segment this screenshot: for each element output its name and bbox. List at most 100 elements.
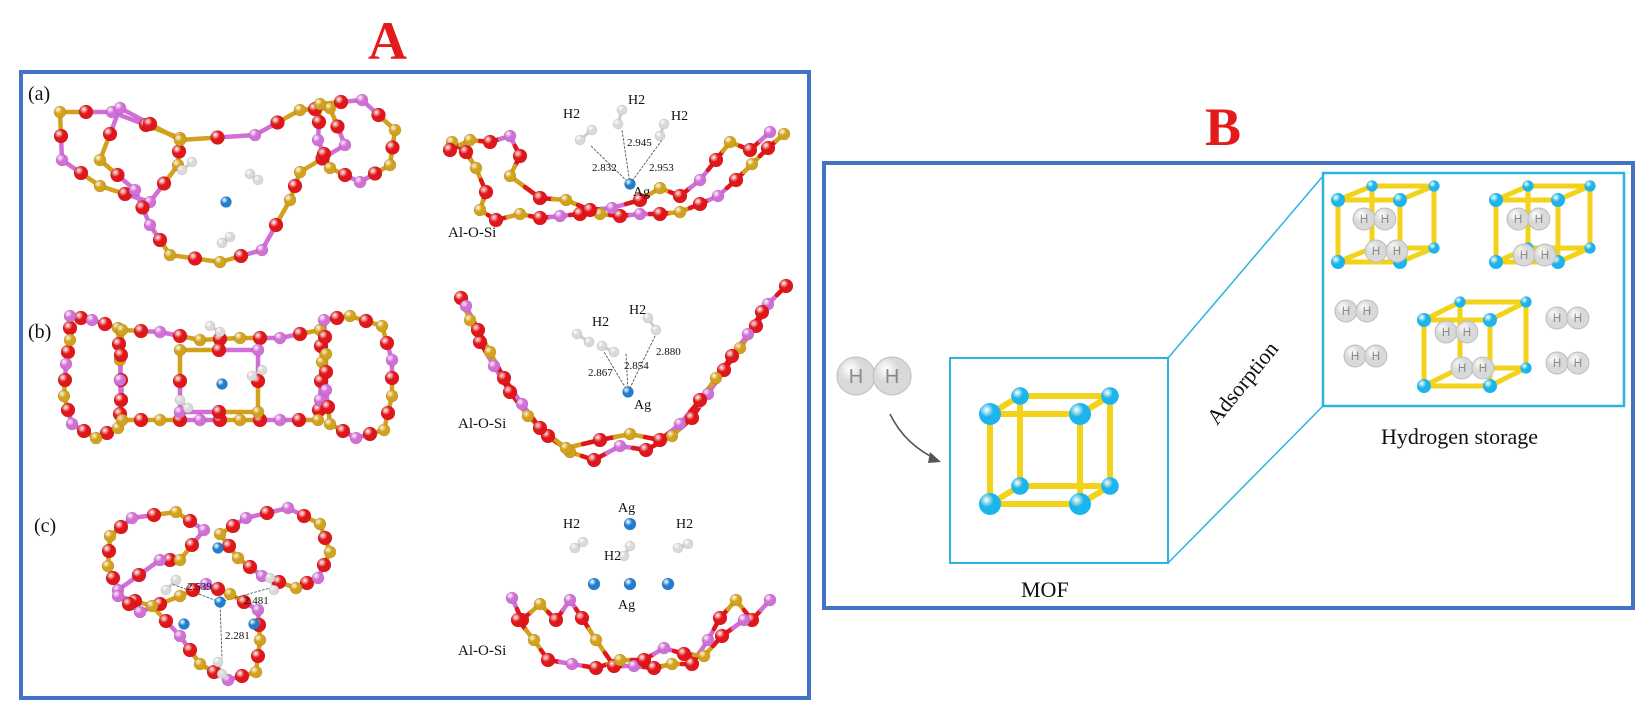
row-a-h2-label: H2 <box>628 93 645 108</box>
distance-line <box>219 601 223 659</box>
silicon-atom <box>463 133 477 147</box>
silver-atom <box>212 542 224 554</box>
oxygen-atom <box>362 426 378 442</box>
hydrogen-atom-label: H <box>1574 358 1582 370</box>
oxygen-atom <box>676 646 692 662</box>
hydrogen-atom <box>583 336 595 348</box>
oxygen-atom <box>242 559 258 575</box>
panel-a-letter: A <box>368 11 407 71</box>
aluminium-atom <box>255 243 269 257</box>
aluminium-atom <box>613 439 627 453</box>
oxygen-atom <box>384 370 400 386</box>
silicon-atom <box>223 587 237 601</box>
oxygen-atom <box>724 348 740 364</box>
row-b-h2-label: H2 <box>629 303 646 318</box>
aluminium-atom <box>693 173 707 187</box>
hydrogen-atom <box>1471 356 1495 380</box>
oxygen-atom <box>684 656 700 672</box>
silicon-atom <box>313 97 327 111</box>
oxygen-atom <box>113 392 129 408</box>
silicon-atom <box>377 423 391 437</box>
silicon-atom <box>463 313 477 327</box>
row-b-h2-label: H2 <box>592 315 609 330</box>
oxygen-atom <box>233 248 249 264</box>
mof-node <box>1454 296 1466 308</box>
hydrogen-atom-label: H <box>1372 246 1380 258</box>
hydrogen-atom-label: H <box>1514 214 1522 226</box>
silicon-atom <box>323 545 337 559</box>
oxygen-atom <box>358 313 374 329</box>
hydrogen-atom <box>176 164 188 176</box>
oxygen-atom <box>60 344 76 360</box>
silicon-atom <box>93 179 107 193</box>
oxygen-atom <box>482 134 498 150</box>
hydrogen-atom <box>872 356 912 396</box>
silicon-atom <box>53 105 67 119</box>
oxygen-atom <box>133 412 149 428</box>
oxygen-atom <box>337 167 353 183</box>
oxygen-atom <box>333 94 349 110</box>
row-c-id: (c) <box>34 515 56 537</box>
mof-label: MOF <box>1021 577 1069 602</box>
oxygen-atom <box>636 652 652 668</box>
distance-line <box>589 144 631 185</box>
hydrogen-atom <box>658 118 670 130</box>
mof-node <box>1011 387 1029 405</box>
silver-atom <box>214 596 226 608</box>
oxygen-atom <box>574 610 590 626</box>
storage-box <box>1321 171 1626 408</box>
silicon-atom <box>323 161 337 175</box>
silicon-atom <box>115 323 129 337</box>
hydrogen-atom <box>1533 243 1557 267</box>
silicon-atom <box>193 657 207 671</box>
row-a-side-label: Al-O-Si <box>448 225 496 241</box>
row-a-ag-label: Ag <box>633 185 650 200</box>
hydrogen-atom-label: H <box>1574 313 1582 325</box>
oxygen-atom <box>442 142 458 158</box>
row-a-id: (a) <box>28 83 50 105</box>
silicon-atom <box>483 345 497 359</box>
aluminium-atom <box>311 133 325 147</box>
oxygen-atom <box>184 537 200 553</box>
aluminium-atom <box>111 589 125 603</box>
mof-node <box>1331 255 1345 269</box>
aluminium-atom <box>197 523 211 537</box>
oxygen-atom <box>221 538 237 554</box>
hydrogen-atom-label: H <box>1479 363 1487 375</box>
oxygen-atom <box>582 202 598 218</box>
oxygen-atom <box>478 184 494 200</box>
hydrogen-atom-label: H <box>1463 327 1471 339</box>
hydrogen-atom <box>246 370 258 382</box>
hydrogen-atom-label: H <box>1458 363 1466 375</box>
mof-node <box>1584 180 1596 192</box>
silicon-atom <box>231 551 245 565</box>
aluminium-atom <box>153 553 167 567</box>
distance-line <box>621 129 631 185</box>
oxygen-atom <box>612 208 628 224</box>
oxygen-atom <box>97 316 113 332</box>
oxygen-atom <box>672 188 688 204</box>
aluminium-atom <box>657 641 671 655</box>
zoom-line-bottom <box>1167 405 1324 564</box>
oxygen-atom <box>692 392 708 408</box>
hydrogen-atom <box>650 324 662 336</box>
oxygen-atom <box>716 362 732 378</box>
oxygen-atom <box>133 323 149 339</box>
aluminium-atom <box>199 577 213 591</box>
oxygen-atom <box>236 594 252 610</box>
silicon-atom <box>729 593 743 607</box>
hydrogen-atom <box>616 104 628 116</box>
silver-atom <box>661 577 675 591</box>
oxygen-atom <box>182 642 198 658</box>
aluminium-atom <box>763 125 777 139</box>
mof-node <box>1011 477 1029 495</box>
oxygen-atom <box>268 217 284 233</box>
silicon-atom <box>253 633 267 647</box>
silicon-atom <box>289 581 303 595</box>
silicon-atom <box>249 665 263 679</box>
silicon-atom <box>709 371 723 385</box>
hydrogen-atom <box>672 542 684 554</box>
row-a-h2-label: H2 <box>671 109 688 124</box>
hydrogen-atom-label: H <box>1553 358 1561 370</box>
hydrogen-atom <box>571 328 583 340</box>
